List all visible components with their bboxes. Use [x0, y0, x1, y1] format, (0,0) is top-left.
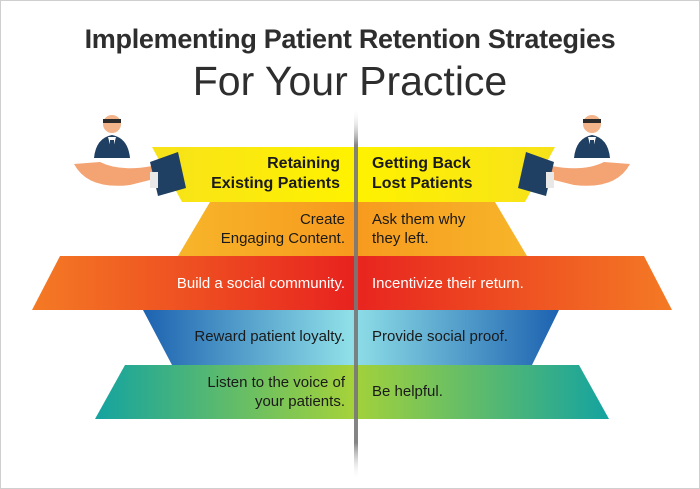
row-2-right-line-1: Incentivize their return.: [372, 275, 524, 292]
row-4-right-line-1: Be helpful.: [372, 383, 443, 400]
center-divider: [354, 108, 358, 480]
row-1-left-line-2: Engaging Content.: [220, 230, 345, 247]
row-3-left-line-1: Reward patient loyalty.: [194, 328, 345, 345]
right-header-line-2: Lost Patients: [372, 175, 473, 192]
right-header-line-1: Getting Back: [372, 155, 471, 172]
row-1-right-line-1: Ask them why: [372, 211, 466, 228]
row-3-right-text: Provide social proof.: [372, 327, 567, 346]
left-header-line-2: Existing Patients: [211, 175, 340, 192]
businessman-left-icon: [74, 115, 186, 196]
left-header-line-1: Retaining: [267, 155, 340, 172]
row-2-left-line-1: Build a social community.: [176, 275, 345, 292]
row-1-left-text: Create Engaging Content.: [190, 210, 345, 248]
row-4-right-text: Be helpful.: [372, 382, 577, 401]
row-4-left-line-2: your patients.: [254, 393, 345, 410]
band-green: [95, 365, 609, 419]
header-band: [152, 147, 555, 202]
row-4-left-text: Listen to the voice of your patients.: [140, 373, 345, 411]
row-3-right-line-1: Provide social proof.: [372, 328, 508, 345]
page-title: Implementing Patient Retention Strategie…: [84, 24, 616, 54]
row-4-left-line-1: Listen to the voice of: [207, 374, 345, 391]
page-subtitle: For Your Practice: [192, 58, 508, 104]
band-blue: [143, 310, 559, 365]
band-orange: [178, 202, 527, 256]
left-column-header: Retaining Existing Patients: [180, 154, 340, 194]
right-column-header: Getting Back Lost Patients: [372, 154, 532, 194]
row-2-left-text: Build a social community.: [100, 274, 345, 293]
row-1-left-line-1: Create: [299, 211, 345, 228]
row-2-right-text: Incentivize their return.: [372, 274, 617, 293]
row-1-right-text: Ask them why they left.: [372, 210, 527, 248]
businessman-right-icon: [518, 115, 630, 196]
row-3-left-text: Reward patient loyalty.: [150, 327, 345, 346]
band-red: [32, 256, 672, 310]
row-1-right-line-2: they left.: [372, 230, 429, 247]
